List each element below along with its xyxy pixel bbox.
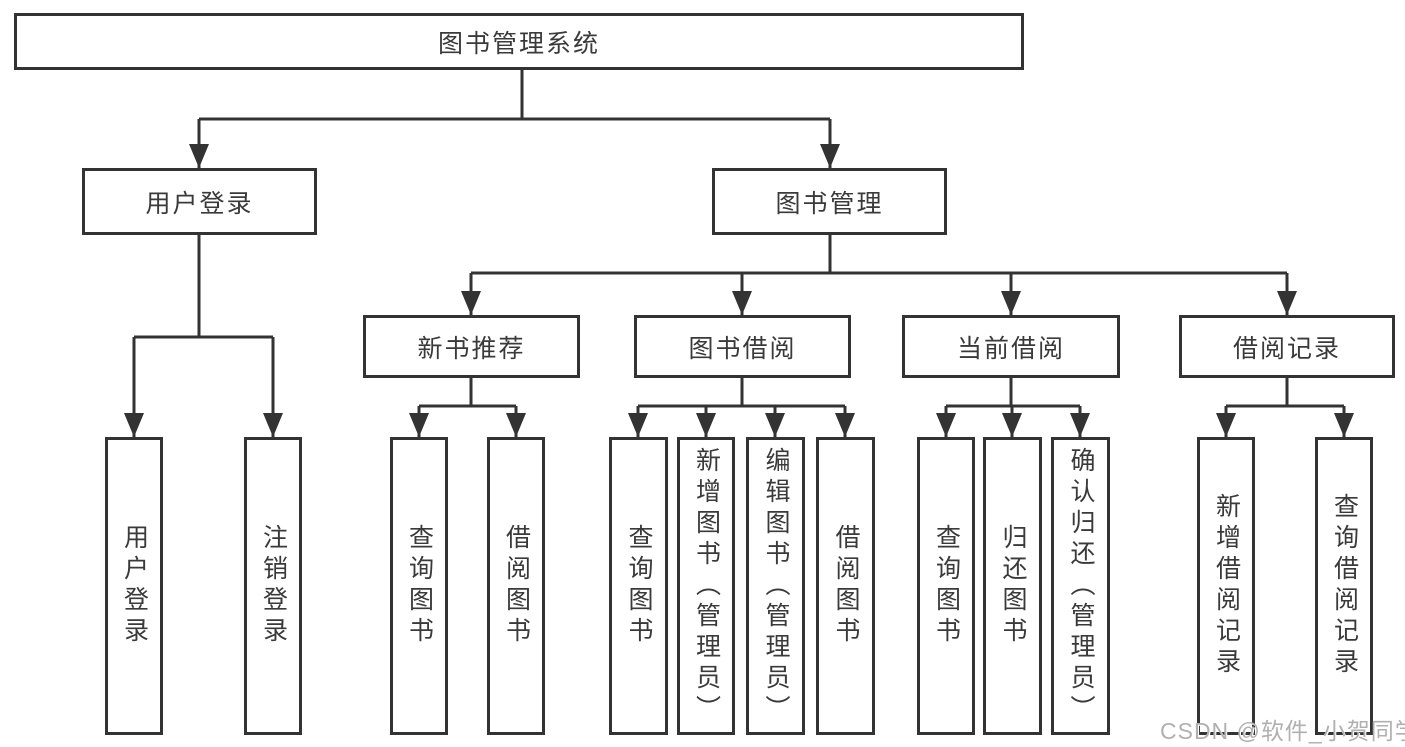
leaf-query-books-1: 查询图书 [390,437,448,735]
node-label: 用户登录 [145,189,254,218]
node-label: 图书管理 [775,189,884,218]
leaf-logout: 注销登录 [244,437,302,735]
node-borrow-record: 借阅记录 [1179,315,1395,378]
arrowhead-icon [263,413,283,437]
node-label: 归还图书 [999,524,1027,648]
node-book-management: 图书管理 [712,168,947,235]
node-label: 当前借阅 [956,334,1065,363]
leaf-add-borrow-record: 新增借阅记录 [1197,437,1255,735]
arrowhead-icon [124,413,144,437]
node-label: 新增图书（管理员） [692,446,721,726]
arrowhead-icon [765,413,785,437]
node-label: 确认归还（管理员） [1067,446,1095,726]
node-book-borrow: 图书借阅 [634,315,851,378]
arrowhead-icon [628,413,648,437]
node-label: 查询借阅记录 [1330,493,1359,679]
arrowhead-icon [1002,413,1022,437]
leaf-query-books-3: 查询图书 [917,437,975,735]
node-user-login: 用户登录 [82,168,317,235]
arrowhead-icon [732,291,752,315]
arrowhead-icon [506,413,526,437]
leaf-borrow-books-2: 借阅图书 [816,437,875,735]
node-label: 借阅记录 [1232,334,1341,363]
arrowhead-icon [936,413,956,437]
node-label: 用户登录 [120,524,149,648]
leaf-user-login: 用户登录 [105,437,163,735]
node-label: 借阅图书 [832,524,860,648]
node-label: 新增借阅记录 [1212,493,1241,679]
node-current-borrow: 当前借阅 [902,315,1120,378]
watermark: CSDN @软件_小贺同学 [1160,718,1405,744]
node-label: 图书借阅 [688,334,797,363]
node-label: 查询图书 [625,524,653,648]
leaf-query-books-2: 查询图书 [609,437,668,735]
node-label: 查询图书 [405,524,434,648]
node-label: 图书管理系统 [437,29,600,58]
arrowhead-icon [1334,413,1354,437]
node-label: 注销登录 [259,524,288,648]
leaf-add-book-admin: 新增图书（管理员） [677,437,735,735]
arrowhead-icon [820,144,840,168]
arrowhead-icon [461,291,481,315]
arrowhead-icon [409,413,429,437]
arrowhead-icon [696,413,716,437]
arrowhead-icon [1070,413,1090,437]
leaf-query-borrow-record: 查询借阅记录 [1315,437,1373,735]
leaf-return-books: 归还图书 [983,437,1042,735]
node-label: 编辑图书（管理员） [762,446,790,726]
node-root: 图书管理系统 [14,13,1024,70]
arrowhead-icon [1277,291,1297,315]
node-label: 查询图书 [932,524,961,648]
arrowhead-icon [1001,291,1021,315]
arrowhead-icon [1216,413,1236,437]
leaf-borrow-books-1: 借阅图书 [487,437,545,735]
node-new-book-recommend: 新书推荐 [363,315,580,378]
leaf-confirm-return-admin: 确认归还（管理员） [1051,437,1110,735]
arrowhead-icon [835,413,855,437]
node-label: 借阅图书 [502,524,531,648]
node-label: 新书推荐 [417,334,526,363]
arrowhead-icon [189,144,209,168]
leaf-edit-book-admin: 编辑图书（管理员） [746,437,805,735]
